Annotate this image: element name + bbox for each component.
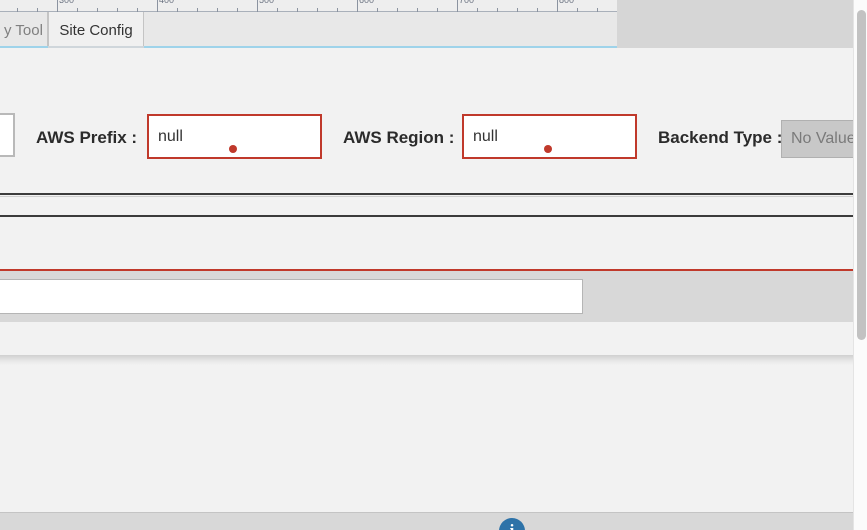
tab-y-tool-label: y Tool bbox=[4, 21, 43, 39]
ruler-minor-tick bbox=[517, 8, 518, 12]
ruler-minor-tick bbox=[537, 8, 538, 12]
validation-divider bbox=[0, 269, 853, 271]
info-glyph: i bbox=[510, 521, 515, 530]
section-divider-top bbox=[0, 193, 853, 195]
ruler-minor-tick bbox=[17, 8, 18, 12]
ruler-minor-tick bbox=[337, 8, 338, 12]
ruler-minor-tick bbox=[497, 8, 498, 12]
ruler-minor-tick bbox=[317, 8, 318, 12]
ruler-major-tick bbox=[357, 0, 358, 12]
ruler-minor-tick bbox=[137, 8, 138, 12]
wide-text-input[interactable] bbox=[0, 279, 583, 314]
ruler-minor-tick bbox=[77, 8, 78, 12]
tab-bar-empty-area bbox=[617, 12, 867, 48]
horizontal-ruler: 300 400 500 600 700 800 bbox=[0, 0, 617, 12]
tab-site-config-label: Site Config bbox=[59, 21, 133, 39]
ruler-minor-tick bbox=[197, 8, 198, 12]
ruler-minor-tick bbox=[297, 8, 298, 12]
ruler-minor-tick bbox=[417, 8, 418, 12]
ruler-minor-tick bbox=[577, 8, 578, 12]
tab-active-underline bbox=[48, 46, 144, 48]
pane-shadow bbox=[0, 355, 853, 365]
ruler-minor-tick bbox=[237, 8, 238, 12]
ruler-major-tick bbox=[257, 0, 258, 12]
ruler-major-tick bbox=[57, 0, 58, 12]
aws-prefix-input[interactable]: null bbox=[147, 114, 322, 159]
ruler-major-tick bbox=[457, 0, 458, 12]
tab-site-config[interactable]: Site Config bbox=[48, 12, 144, 48]
ruler-label: 500 bbox=[259, 0, 275, 5]
results-pane-header bbox=[0, 322, 853, 355]
tab-bar: y Tool Site Config bbox=[0, 12, 617, 48]
ruler-inactive-area bbox=[617, 0, 867, 12]
ruler-major-tick bbox=[157, 0, 158, 12]
ruler-minor-tick bbox=[377, 8, 378, 12]
ruler-minor-tick bbox=[117, 8, 118, 12]
section-divider-hairline bbox=[0, 196, 853, 197]
status-bar bbox=[0, 512, 853, 530]
spacer-pane bbox=[0, 217, 853, 269]
info-circle-icon[interactable]: i bbox=[499, 518, 525, 530]
tab-y-tool[interactable]: y Tool bbox=[0, 12, 48, 48]
left-truncated-input[interactable] bbox=[0, 113, 15, 157]
ruler-minor-tick bbox=[37, 8, 38, 12]
ruler-label: 600 bbox=[359, 0, 375, 5]
aws-prefix-error-marker-icon bbox=[229, 145, 237, 153]
vertical-scrollbar-thumb[interactable] bbox=[857, 10, 866, 340]
section-divider-mid bbox=[0, 215, 853, 217]
ruler-label: 400 bbox=[159, 0, 175, 5]
backend-type-value: No Value bbox=[791, 130, 856, 147]
tab-underline bbox=[0, 46, 617, 48]
results-pane bbox=[0, 365, 853, 512]
aws-prefix-label: AWS Prefix : bbox=[36, 128, 138, 147]
backend-type-input[interactable]: No Value bbox=[781, 120, 867, 158]
vertical-scrollbar[interactable] bbox=[853, 0, 867, 530]
ruler-major-tick bbox=[557, 0, 558, 12]
ruler-label: 300 bbox=[59, 0, 75, 5]
ruler-label: 700 bbox=[459, 0, 475, 5]
ruler-minor-tick bbox=[97, 8, 98, 12]
ruler-baseline bbox=[0, 11, 617, 12]
mid-pane bbox=[0, 197, 853, 215]
aws-prefix-value: null bbox=[158, 127, 183, 145]
backend-type-label: Backend Type : bbox=[658, 128, 783, 147]
ruler-minor-tick bbox=[277, 8, 278, 12]
ruler-minor-tick bbox=[477, 8, 478, 12]
config-form-pane bbox=[0, 48, 867, 194]
ruler-minor-tick bbox=[437, 8, 438, 12]
ruler-minor-tick bbox=[397, 8, 398, 12]
aws-region-label: AWS Region : bbox=[343, 128, 455, 147]
ruler-label: 800 bbox=[559, 0, 575, 5]
ruler-minor-tick bbox=[217, 8, 218, 12]
aws-region-error-marker-icon bbox=[544, 145, 552, 153]
ruler-minor-tick bbox=[597, 8, 598, 12]
aws-region-value: null bbox=[473, 127, 498, 145]
ruler-minor-tick bbox=[177, 8, 178, 12]
